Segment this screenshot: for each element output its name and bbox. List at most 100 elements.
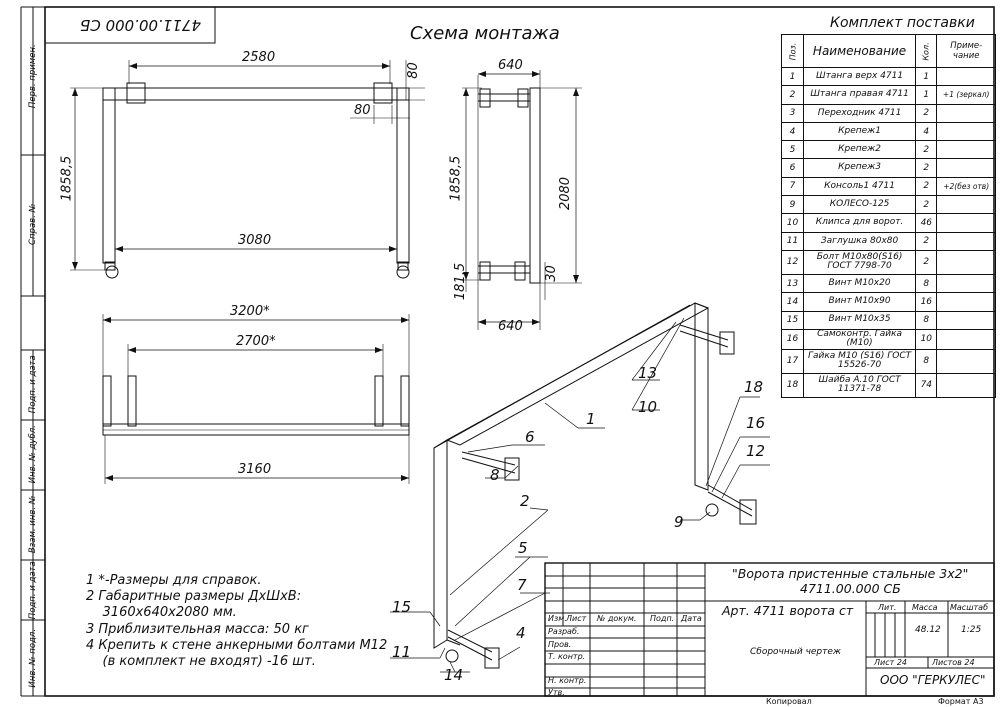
dim-plan-bottom: 3160 <box>238 462 272 477</box>
callout-1: 1 <box>586 410 596 428</box>
spec-cell-qty: 2 <box>915 176 938 197</box>
spec-cell-name: Крепеж3 <box>802 158 917 178</box>
spec-cell-name: Болт М10x80(S16) ГОСТ 7798-70 <box>802 249 917 275</box>
spec-cell-name: Гайка М10 (S16) ГОСТ 15526-70 <box>802 348 917 374</box>
stamp-inv-dubl: Инв. № дубл. <box>27 425 38 484</box>
doc-type: Сборочный чертеж <box>750 647 842 657</box>
callout-12: 12 <box>746 442 766 460</box>
spec-cell-name: Клипса для ворот. <box>802 213 917 233</box>
callout-7: 7 <box>517 576 527 594</box>
spec-cell-qty: 1 <box>915 85 938 105</box>
spec-cell-qty: 2 <box>915 158 938 178</box>
spec-cell-note <box>936 158 996 178</box>
spec-cell-qty: 8 <box>915 273 938 294</box>
spec-cell-qty: 2 <box>915 140 938 160</box>
spec-cell-name: Заглушка 80x80 <box>802 231 917 251</box>
col-data: Дата <box>681 614 702 623</box>
sheet-number: Лист 24 <box>874 658 907 667</box>
spec-cell-note <box>936 273 996 294</box>
spec-cell-pos: 13 <box>781 273 804 294</box>
callout-18: 18 <box>744 378 764 396</box>
spec-cell-pos: 11 <box>781 231 804 251</box>
sheet-count: Листов 24 <box>932 658 975 667</box>
label-lit: Лит. <box>878 603 897 612</box>
spec-cell-qty: 2 <box>915 103 938 123</box>
spec-cell-qty: 74 <box>915 372 938 398</box>
spec-cell-note <box>936 249 996 275</box>
dim-side-total: 2080 <box>558 176 574 211</box>
note-line: 3 Приблизительная масса: 50 кг <box>86 621 309 637</box>
spec-cell-pos: 3 <box>781 103 804 123</box>
spec-cell-qty: 16 <box>915 292 938 312</box>
dim-side-30: 30 <box>543 265 559 282</box>
callout-5: 5 <box>518 539 528 557</box>
scale-value: 1:25 <box>961 625 982 635</box>
spec-cell-pos: 1 <box>781 66 804 87</box>
stamp-sprav-no: Справ. № <box>27 203 38 245</box>
callout-15: 15 <box>392 598 412 616</box>
spec-cell-qty: 2 <box>915 249 938 275</box>
spec-cell-pos: 15 <box>781 310 804 330</box>
spec-cell-name: Шайба А.10 ГОСТ 11371-78 <box>802 372 917 398</box>
spec-cell-pos: 5 <box>781 140 804 160</box>
callout-11: 11 <box>392 643 412 661</box>
spec-cell-pos: 9 <box>781 195 804 215</box>
spec-cell-name: Штанга правая 4711 <box>802 85 917 105</box>
spec-header-name: Наименование <box>802 34 917 68</box>
spec-cell-name: Консоль1 4711 <box>802 176 917 197</box>
spec-cell-note <box>936 213 996 233</box>
spec-cell-pos: 4 <box>781 121 804 142</box>
spec-cell-qty: 2 <box>915 195 938 215</box>
stamp-inv-podl: Инв. № подл. <box>27 628 38 688</box>
stamp-perv-primen: Перв. примен. <box>27 44 38 109</box>
spec-cell-pos: 14 <box>781 292 804 312</box>
row-prov: Пров. <box>548 640 572 649</box>
spec-cell-qty: 8 <box>915 310 938 330</box>
row-n-kontr: Н. контр. <box>548 676 587 685</box>
product-name: "Ворота пристенные стальные 3х2" <box>732 566 969 581</box>
spec-header-qty: Кол. <box>915 34 938 68</box>
dim-corner-80-v: 80 <box>405 62 421 79</box>
spec-cell-note <box>936 372 996 398</box>
spec-cell-qty: 10 <box>915 328 938 350</box>
note-line: 2 Габаритные размеры ДхШхВ: <box>86 589 302 605</box>
spec-cell-name: Крепеж2 <box>802 140 917 160</box>
spec-cell-qty: 46 <box>915 213 938 233</box>
spec-cell-qty: 1 <box>915 66 938 87</box>
callout-13: 13 <box>638 364 658 382</box>
callout-8: 8 <box>490 466 500 484</box>
col-doc: № докум. <box>597 614 637 623</box>
row-utv: Утв. <box>548 688 565 697</box>
callout-4: 4 <box>516 624 526 642</box>
footer-format: Формат А3 <box>938 697 984 706</box>
spec-cell-note <box>936 195 996 215</box>
callout-16: 16 <box>746 414 766 432</box>
note-line: 4 Крепить к стене анкерными болтами М12 <box>86 637 388 653</box>
dim-front-inner: 3080 <box>238 233 272 248</box>
spec-cell-note <box>936 348 996 374</box>
stamp-podp-data-1: Подп. и дата <box>27 355 38 414</box>
spec-cell-name: Винт М10x90 <box>802 292 917 312</box>
spec-cell-name: Крепеж1 <box>802 121 917 142</box>
spec-cell-pos: 2 <box>781 85 804 105</box>
col-podp: Подп. <box>650 614 675 623</box>
product-code: 4711.00.000 СБ <box>800 581 901 596</box>
dim-corner-80-h: 80 <box>354 103 371 118</box>
spec-cell-note <box>936 292 996 312</box>
spec-cell-pos: 17 <box>781 348 804 374</box>
spec-cell-note <box>936 140 996 160</box>
spec-cell-pos: 18 <box>781 372 804 398</box>
callout-6: 6 <box>525 428 535 446</box>
spec-cell-name: Самоконтр. Гайка (М10) <box>802 328 917 350</box>
spec-cell-name: Винт М10x20 <box>802 273 917 294</box>
callout-9: 9 <box>674 513 684 531</box>
drawing-code-stamp: 4711.00.000 СБ <box>80 16 201 34</box>
